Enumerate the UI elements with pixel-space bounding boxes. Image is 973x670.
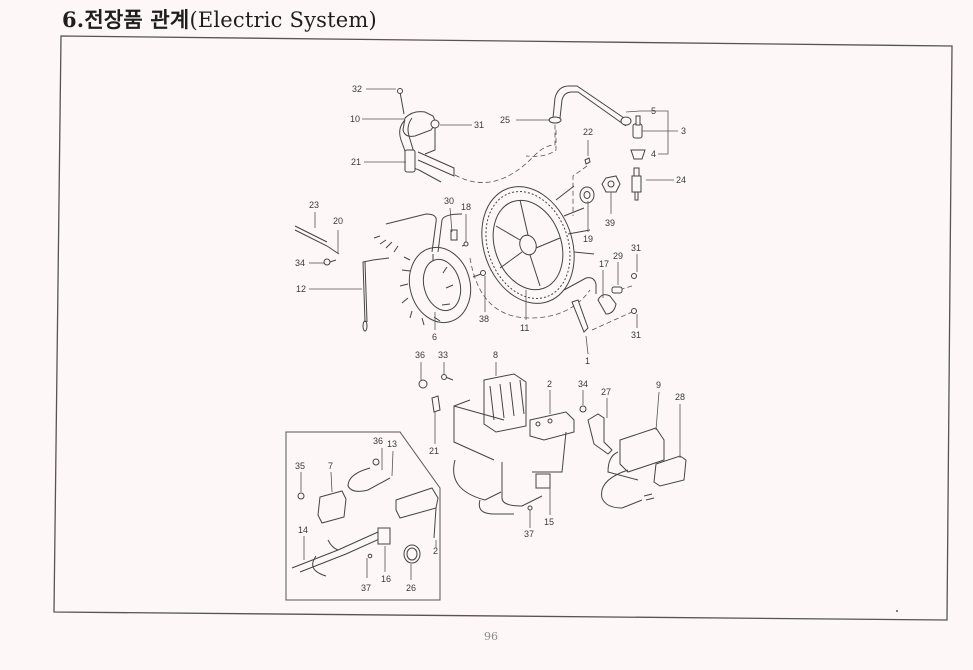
bolt-35 <box>297 492 305 500</box>
callout-3: 3 <box>681 126 686 136</box>
callout-7: 7 <box>328 461 333 471</box>
pulser-coil <box>563 277 633 333</box>
callout-30: 30 <box>444 196 454 206</box>
section-number: 6. <box>62 7 85 32</box>
callout-38: 38 <box>479 314 489 324</box>
bolt-36b <box>372 458 380 466</box>
plug-cap <box>632 115 643 139</box>
clip-21 <box>431 395 441 413</box>
callout-31: 31 <box>474 120 484 130</box>
connector-15 <box>453 459 551 515</box>
callout-17: 17 <box>599 259 609 269</box>
callout-1: 1 <box>585 356 590 366</box>
bolt-31b <box>631 308 637 314</box>
scan-speck <box>896 610 898 612</box>
callout-37: 37 <box>524 529 534 539</box>
callout-33: 33 <box>438 350 448 360</box>
page-title: 6.전장품 관계(Electric System) <box>62 4 377 34</box>
test-lead-23 <box>294 225 340 255</box>
page-number: 96 <box>484 630 498 643</box>
regulator <box>483 373 527 433</box>
callout-32: 32 <box>352 84 362 94</box>
cdi-unit <box>601 427 665 509</box>
screw-37b <box>367 553 373 559</box>
ignition-coil <box>397 88 455 183</box>
stator-wire-leads <box>373 213 463 253</box>
diagram-frame <box>53 35 953 621</box>
callout-20: 20 <box>333 216 343 226</box>
screw-18 <box>461 241 469 247</box>
callout-2b: 2 <box>433 546 438 556</box>
leader-lines <box>300 88 681 580</box>
callout-15: 15 <box>544 517 554 527</box>
callout-11: 11 <box>520 323 529 333</box>
retaining-nut <box>601 175 621 193</box>
bolt-33 <box>441 374 454 381</box>
callout-36: 36 <box>415 350 425 360</box>
callout-14: 14 <box>298 525 308 535</box>
callout-13: 13 <box>387 439 397 449</box>
callout-29: 29 <box>613 251 623 261</box>
callout-10: 10 <box>350 114 360 124</box>
callout-2: 2 <box>547 379 552 389</box>
spark-plug <box>631 167 642 201</box>
callout-12: 12 <box>296 284 306 294</box>
callout-21b: 21 <box>429 446 439 456</box>
band-26 <box>403 544 421 564</box>
woodruff-key <box>572 157 591 216</box>
screw-38 <box>472 270 486 278</box>
callout-37b: 37 <box>361 583 371 593</box>
bracket-27 <box>587 413 613 455</box>
flywheel <box>481 185 595 304</box>
plug-cap-boot <box>630 149 646 160</box>
callout-23: 23 <box>309 200 319 210</box>
callout-6: 6 <box>432 332 437 342</box>
callout-31c: 31 <box>631 330 641 340</box>
inset-frame <box>285 431 441 601</box>
callout-5: 5 <box>651 106 656 116</box>
rectifier <box>317 490 347 524</box>
high-tension-cord <box>525 85 632 157</box>
lead-wire-12 <box>362 257 390 332</box>
washer <box>579 186 595 204</box>
screw-37 <box>527 505 533 511</box>
callout-34: 34 <box>295 258 305 268</box>
callout-16: 16 <box>381 574 391 584</box>
clamp-30 <box>450 229 458 241</box>
stator-coil <box>399 246 472 326</box>
callout-28: 28 <box>675 392 685 402</box>
callout-39: 39 <box>605 218 615 228</box>
callout-34b: 34 <box>578 379 588 389</box>
loop-wire-13 <box>347 467 391 492</box>
bracket-2b <box>395 487 439 539</box>
section-title-korean: 전장품 관계 <box>84 7 190 32</box>
collar-29 <box>611 286 623 294</box>
callout-4: 4 <box>651 149 656 159</box>
callout-25: 25 <box>500 115 510 125</box>
screw-34b <box>579 405 587 413</box>
section-title-english: (Electric System) <box>189 8 377 32</box>
callout-19: 19 <box>583 234 593 244</box>
callout-26: 26 <box>406 583 416 593</box>
callout-35: 35 <box>295 461 305 471</box>
bracket-2 <box>529 411 575 473</box>
callout-27: 27 <box>601 387 611 397</box>
screw-34 <box>323 258 337 266</box>
callout-9: 9 <box>656 380 661 390</box>
callout-22: 22 <box>583 127 593 137</box>
callout-36b: 36 <box>373 436 383 446</box>
callout-24: 24 <box>676 175 686 185</box>
callout-8: 8 <box>493 350 498 360</box>
callout-18: 18 <box>461 202 471 212</box>
callout-31b: 31 <box>631 243 641 253</box>
connector-16 <box>377 527 391 545</box>
wire-harness <box>291 531 387 577</box>
cover-box <box>453 399 505 461</box>
callout-21: 21 <box>351 157 361 167</box>
bolt-31a <box>631 273 637 279</box>
bolt-36 <box>418 379 428 389</box>
